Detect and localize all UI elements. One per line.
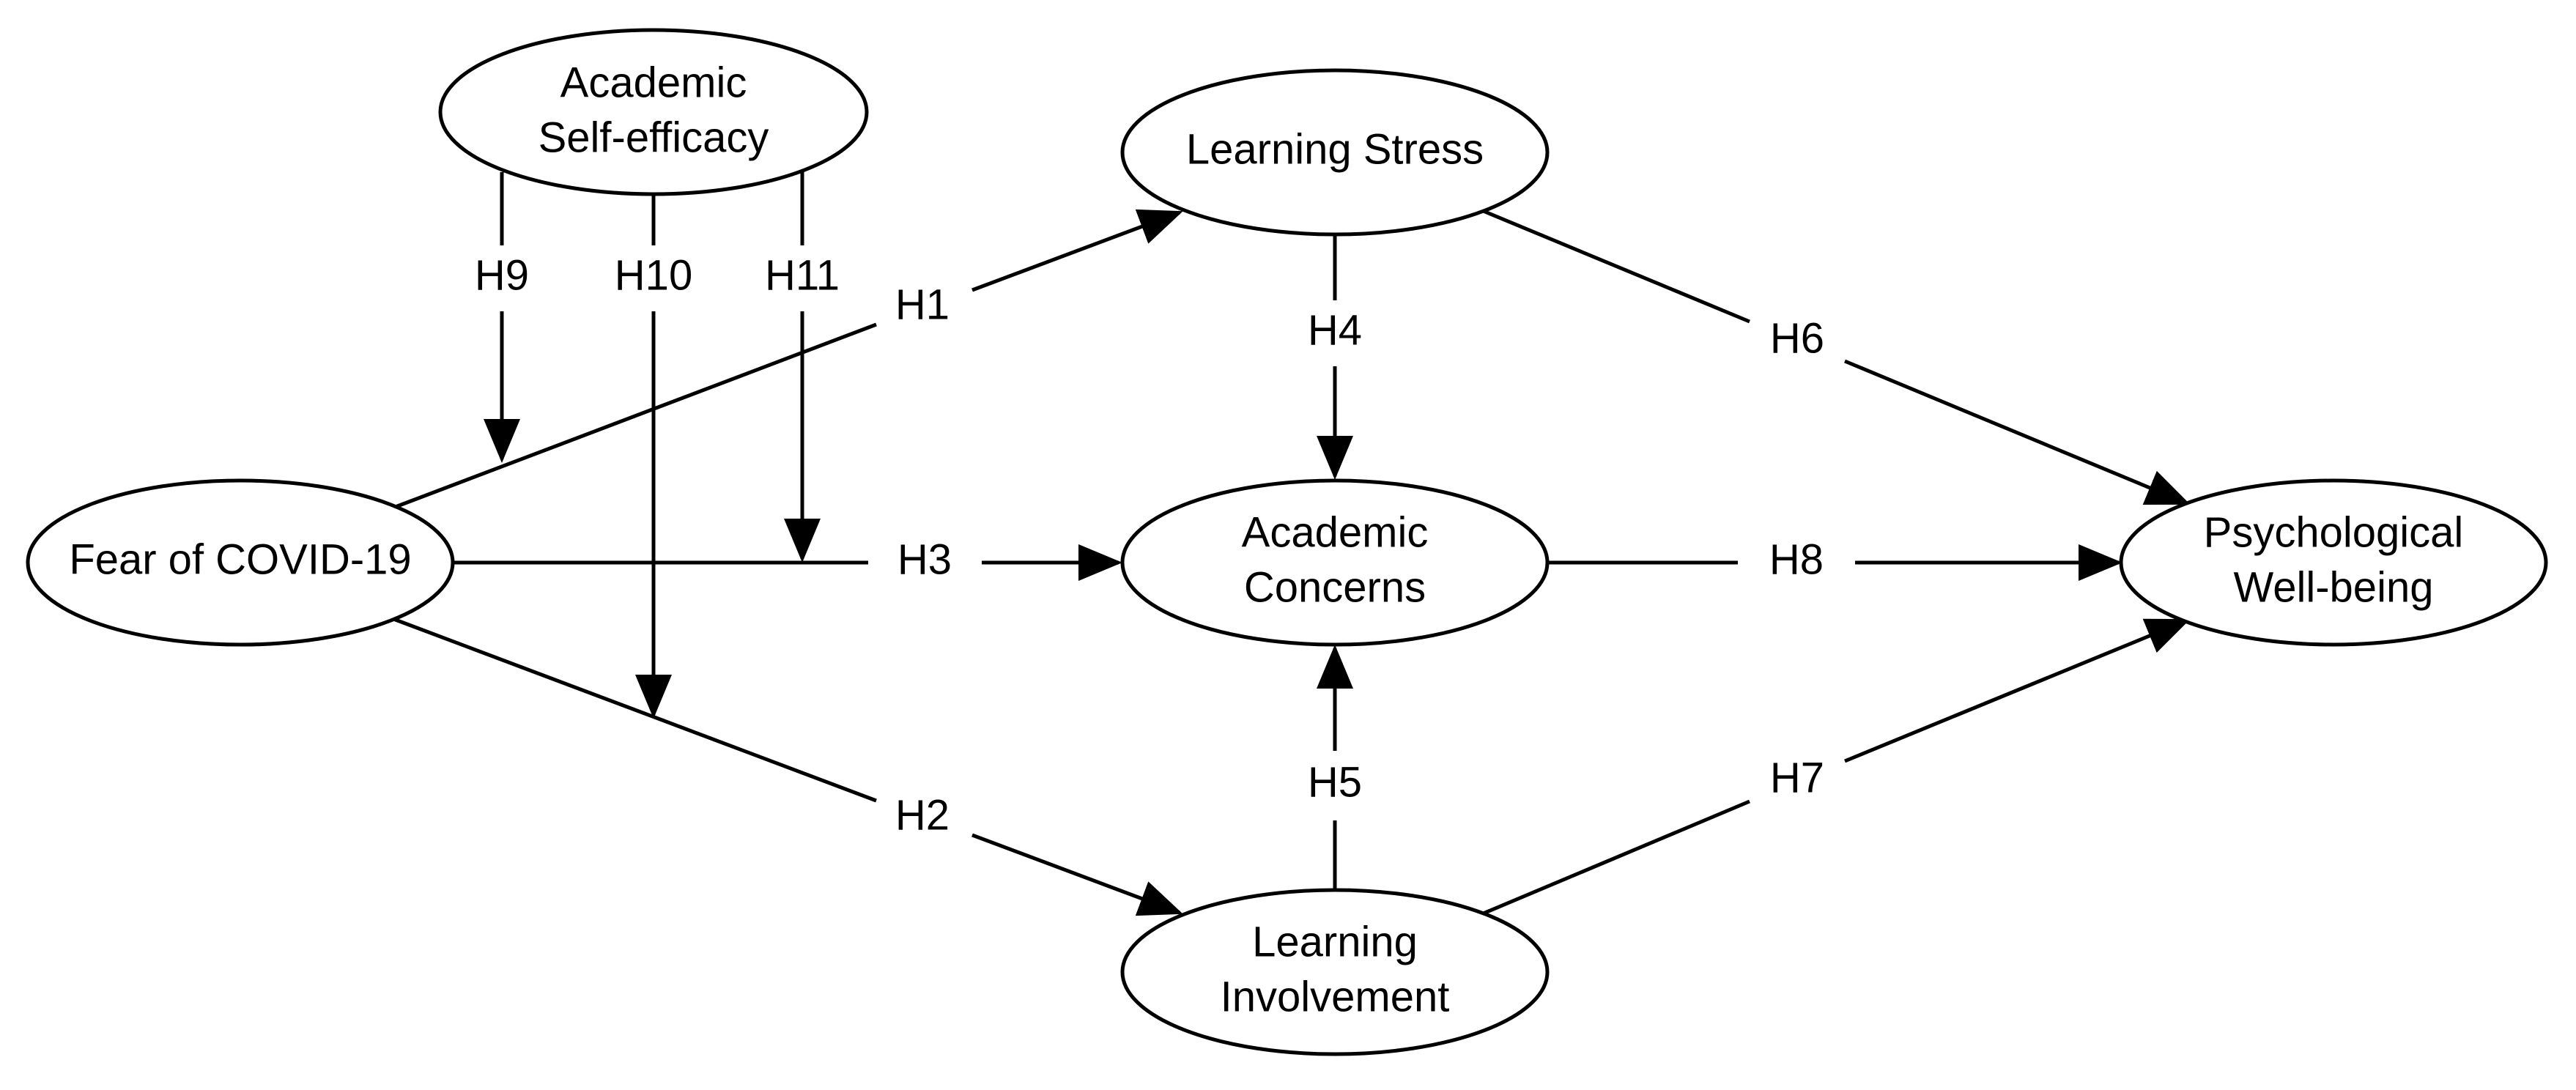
node-learning-involvement-line-2: Involvement — [1221, 973, 1450, 1020]
node-academic-concerns-shape — [1120, 478, 1550, 647]
edge-h7-label: H7 — [1770, 754, 1824, 801]
edge-h5-label: H5 — [1308, 758, 1362, 806]
edge-h6-line-a — [1481, 208, 1750, 324]
node-psychological-well-being-shape — [2119, 478, 2548, 647]
node-learning-involvement: Learning Involvement — [1120, 888, 1550, 1056]
node-academic-self-efficacy-line-2: Self-efficacy — [538, 114, 769, 161]
edge-h3: H3 — [454, 535, 1122, 583]
edge-h4-label: H4 — [1308, 306, 1362, 354]
node-fear-of-covid: Fear of COVID-19 — [26, 478, 455, 647]
node-learning-involvement-line-1: Learning — [1252, 918, 1418, 965]
edge-h11: H11 — [765, 172, 840, 563]
edge-h7-line-a — [1481, 799, 1750, 916]
edge-h8: H8 — [1547, 535, 2122, 583]
edge-h6-label: H6 — [1770, 314, 1824, 362]
node-learning-involvement-shape — [1120, 888, 1550, 1056]
edge-h11-label: H11 — [765, 251, 840, 299]
edge-h2-label: H2 — [895, 791, 950, 839]
edge-h10: H10 — [615, 194, 692, 719]
edge-h2: H2 — [393, 617, 1183, 916]
node-academic-concerns-line-1: Academic — [1242, 508, 1429, 556]
edge-h2-line-a — [393, 617, 877, 803]
node-academic-concerns-line-2: Concerns — [1244, 563, 1426, 611]
edge-h1-line-a — [393, 322, 877, 510]
edge-h1: H1 — [393, 209, 1183, 510]
node-fear-of-covid-shape — [26, 478, 455, 647]
edge-h2-line-b — [971, 833, 1183, 916]
edge-h10-label: H10 — [615, 251, 692, 299]
node-learning-stress-line-1: Learning Stress — [1186, 125, 1484, 173]
edge-h6: H6 — [1481, 208, 2191, 505]
edge-h8-label: H8 — [1769, 535, 1824, 583]
node-psychological-well-being-line-2: Well-being — [2234, 563, 2434, 611]
node-learning-stress-shape — [1120, 68, 1550, 237]
node-psychological-well-being-line-1: Psychological — [2204, 508, 2464, 556]
edge-h3-label: H3 — [897, 535, 952, 583]
edge-h5: H5 — [1308, 645, 1362, 890]
node-psychological-well-being: Psychological Well-being — [2119, 478, 2548, 647]
node-academic-self-efficacy-line-1: Academic — [560, 59, 747, 106]
edge-h1-label: H1 — [895, 281, 950, 328]
node-academic-self-efficacy: Academic Self-efficacy — [438, 28, 869, 196]
node-fear-of-covid-line-1: Fear of COVID-19 — [69, 535, 411, 583]
node-academic-self-efficacy-shape — [438, 28, 869, 196]
edge-h9-label: H9 — [475, 251, 529, 299]
edge-h7-line-b — [1844, 618, 2191, 763]
node-learning-stress: Learning Stress — [1120, 68, 1550, 237]
edge-h1-line-b — [971, 209, 1183, 292]
node-academic-concerns: Academic Concerns — [1120, 478, 1550, 647]
edge-h6-line-b — [1844, 359, 2191, 505]
edge-h4: H4 — [1308, 236, 1362, 480]
edge-h9: H9 — [475, 172, 529, 463]
edge-h7: H7 — [1481, 618, 2191, 916]
